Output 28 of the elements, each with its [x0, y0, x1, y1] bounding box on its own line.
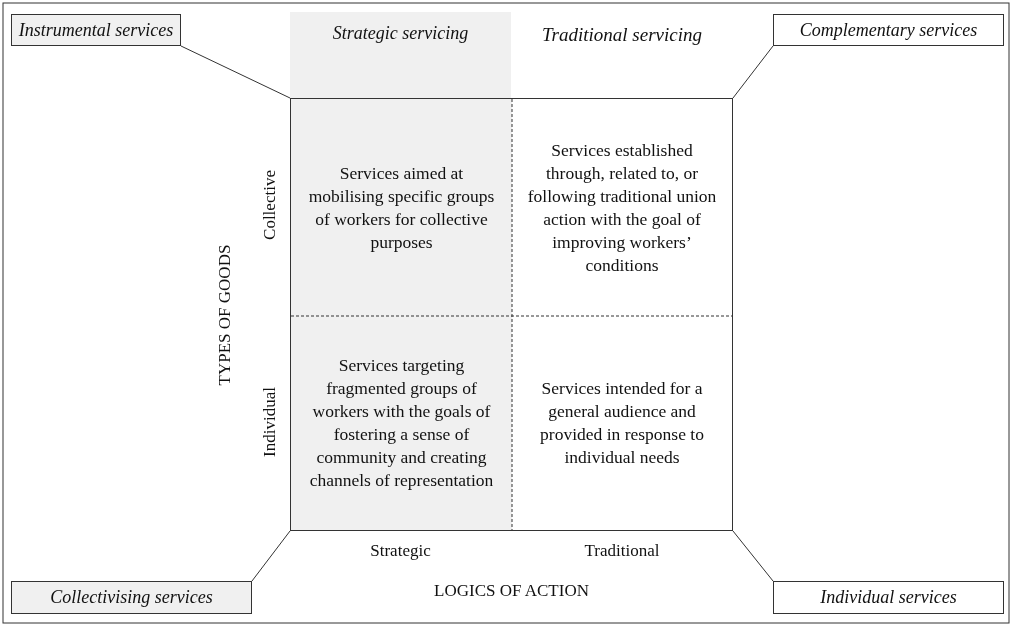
category-box	[11, 14, 181, 46]
category-box	[11, 581, 252, 614]
axis-title: TYPES OF GOODS	[215, 244, 235, 386]
axis-label: Strategic	[369, 541, 432, 561]
axis-label: Traditional	[583, 541, 661, 561]
category-label: Strategic servicing	[332, 22, 469, 45]
cell-text: Services established through, related to, or following traditional union action with the goal of improving workers’ conditions	[526, 138, 718, 277]
matrix-cell	[291, 99, 512, 316]
connector-line	[732, 45, 774, 99]
axis-title: LOGICS OF ACTION	[433, 581, 590, 601]
matrix-box	[290, 98, 733, 531]
category-label: Instrumental services	[18, 18, 174, 42]
matrix-cell	[291, 316, 512, 530]
cell-text: Services aimed at mobilising specific groups of workers for collective purposes	[307, 161, 496, 254]
category-box	[773, 14, 1004, 46]
connector-line	[732, 530, 774, 582]
header-band	[290, 12, 511, 98]
connector-line	[180, 45, 291, 99]
axis-label: Collective	[260, 170, 280, 240]
category-label: Collectivising services	[50, 586, 213, 609]
column-header: Traditional servicing	[541, 24, 703, 46]
axis-label: Individual	[260, 387, 280, 457]
category-label: Complementary services	[799, 18, 978, 42]
cell-text: Services targeting fragmented groups of workers with the goals of fostering a sense of community and creating channels of representation	[308, 354, 495, 492]
category-box	[773, 581, 1004, 614]
cell-text: Services intended for a general audience and provided in response to individual needs	[539, 377, 705, 469]
category-label: Individual services	[820, 586, 957, 609]
connector-line	[251, 530, 291, 582]
